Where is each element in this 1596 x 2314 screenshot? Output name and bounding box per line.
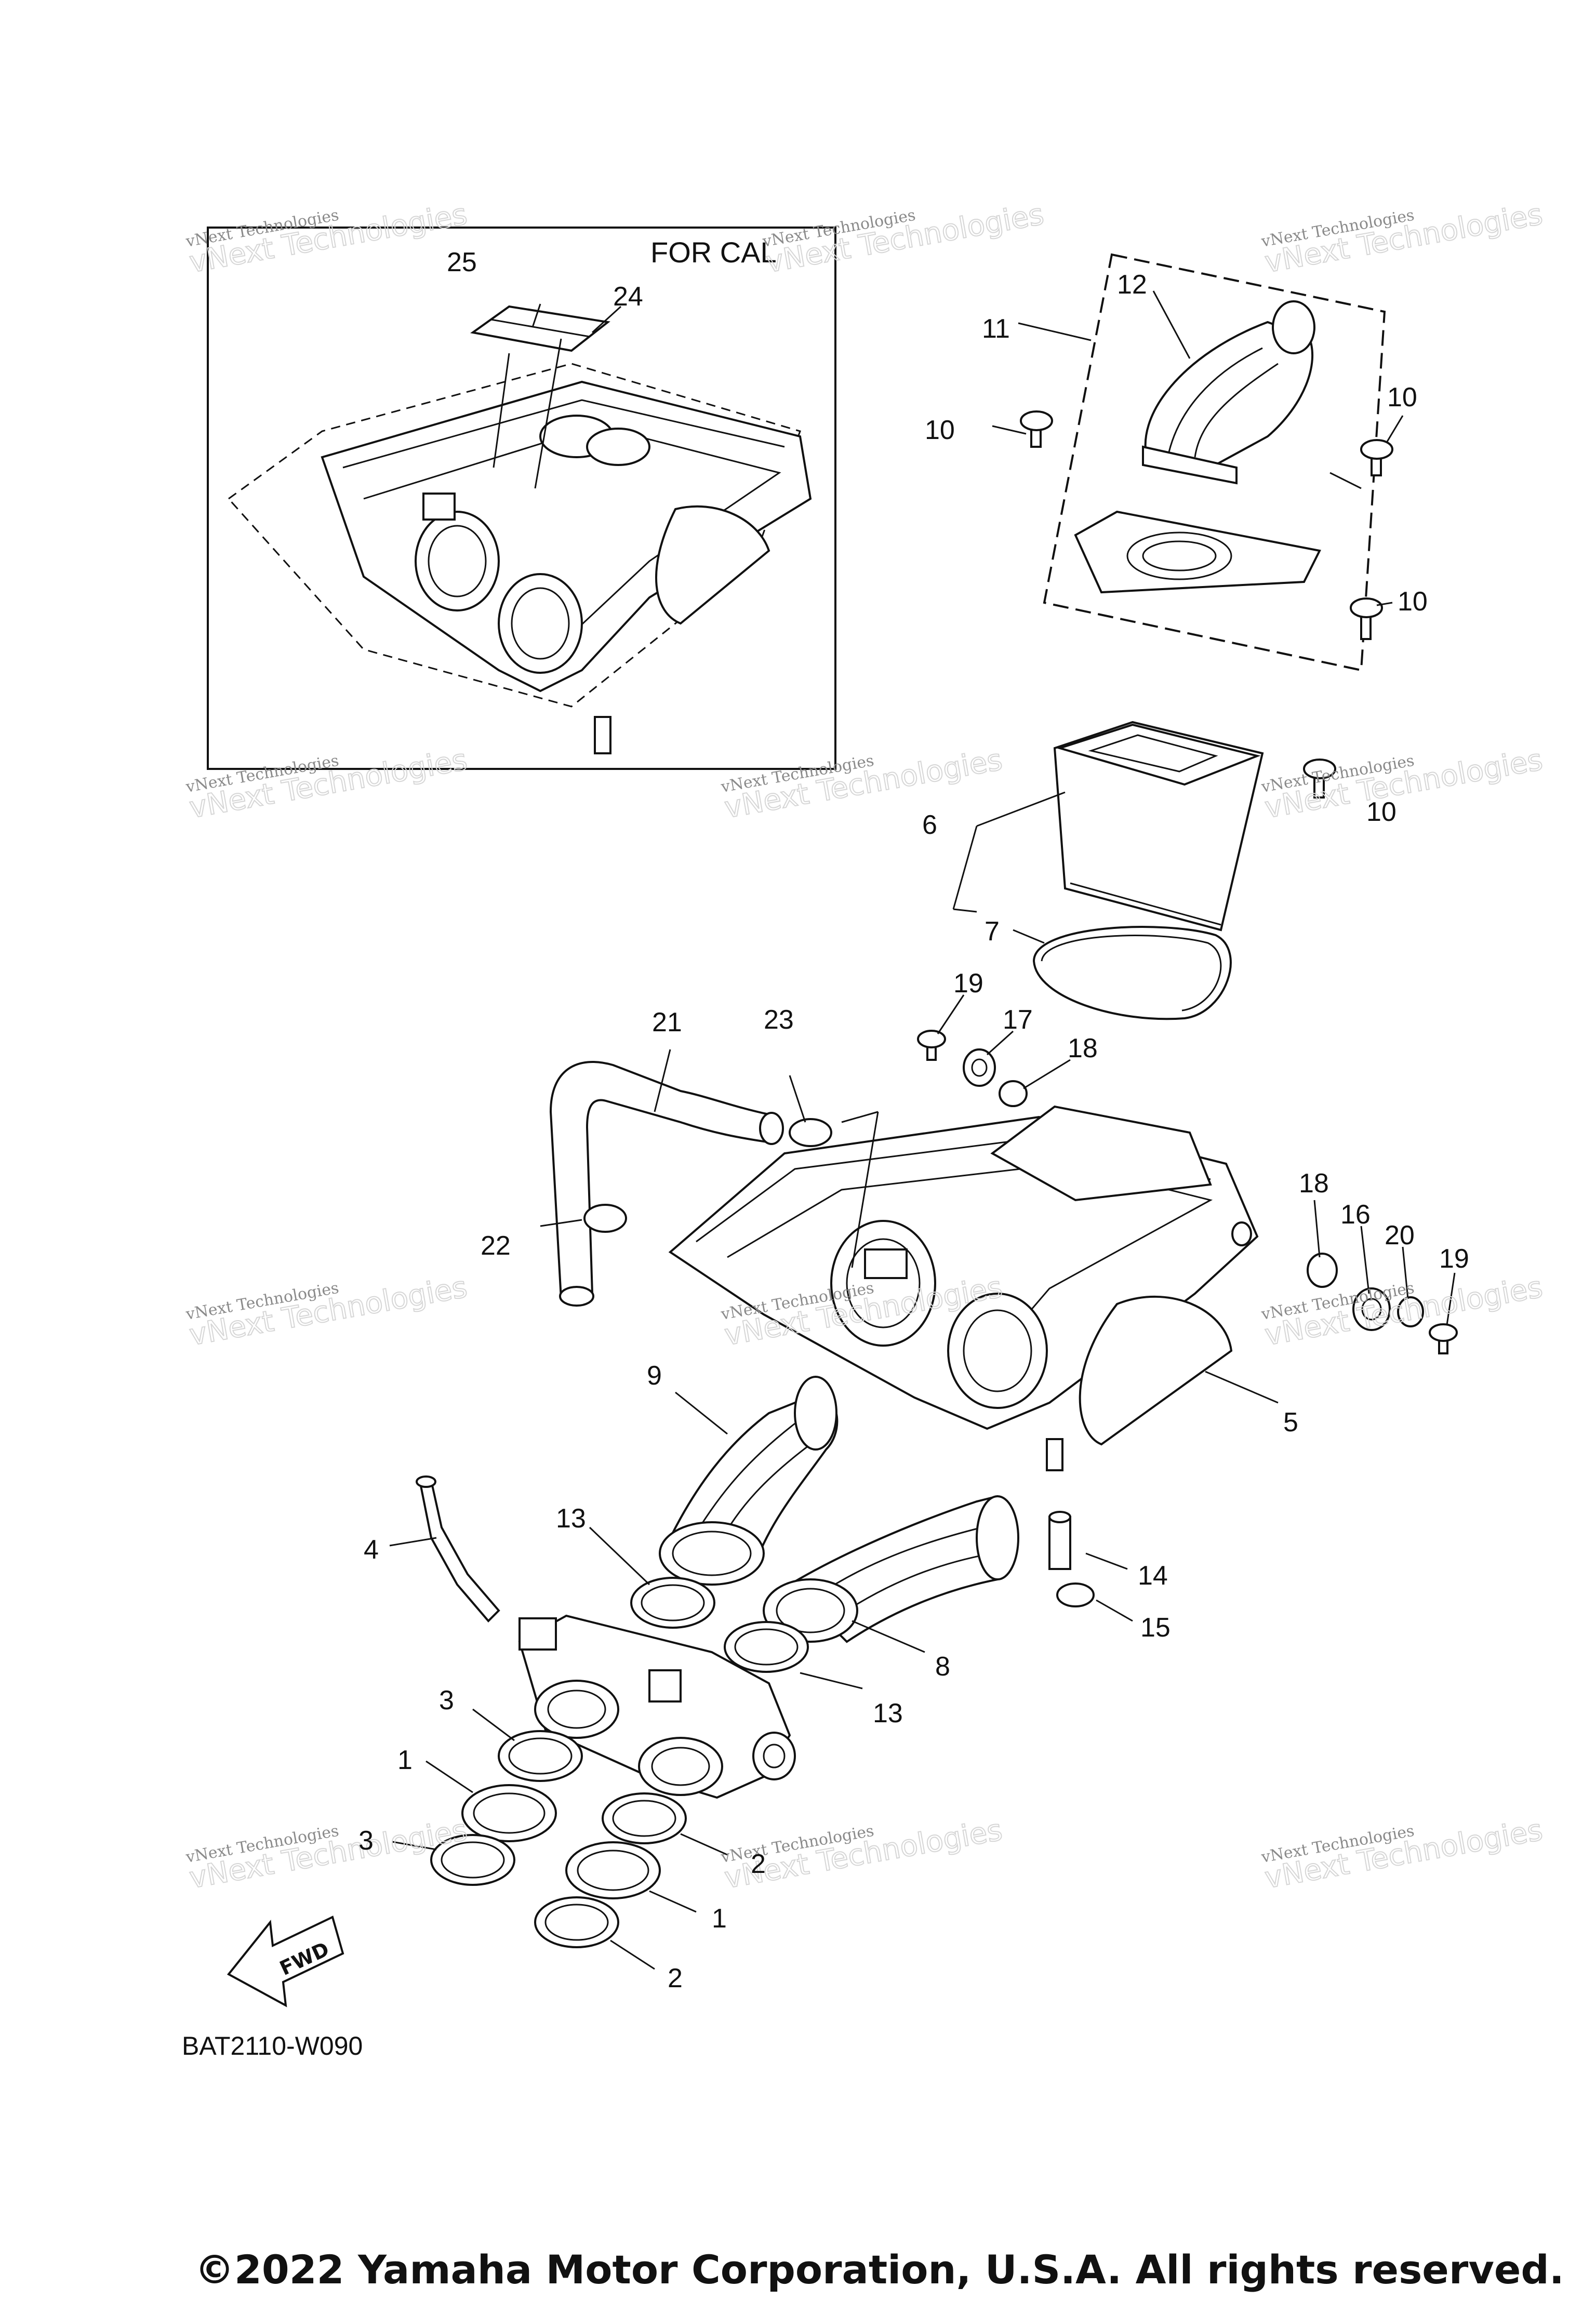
fwd-arrow-icon: FWD bbox=[227, 1916, 344, 2007]
throttle-body bbox=[518, 1526, 863, 1799]
callout-22: 22 bbox=[481, 1231, 511, 1261]
airbox-case bbox=[668, 1105, 1279, 1471]
callout-23: 23 bbox=[764, 1005, 794, 1035]
inset-for-cal: FOR CAL bbox=[207, 227, 836, 770]
callout-1a: 1 bbox=[397, 1745, 413, 1775]
small-fasteners-right bbox=[1307, 1200, 1458, 1354]
intake-clamps bbox=[392, 1708, 728, 1970]
callout-6: 6 bbox=[922, 810, 937, 840]
callout-13a: 13 bbox=[556, 1504, 586, 1534]
callout-14: 14 bbox=[1138, 1561, 1168, 1591]
air-filter-element bbox=[952, 721, 1264, 1020]
small-fasteners-top bbox=[917, 994, 1071, 1107]
callout-2a: 2 bbox=[751, 1849, 766, 1879]
callout-5: 5 bbox=[1283, 1407, 1298, 1438]
callout-24: 24 bbox=[613, 282, 643, 312]
inset-title: FOR CAL bbox=[650, 236, 777, 269]
callout-11: 11 bbox=[982, 314, 1010, 344]
callout-10b: 10 bbox=[1387, 382, 1417, 413]
intake-joints bbox=[659, 1376, 1019, 1653]
callout-16: 16 bbox=[1340, 1200, 1371, 1230]
callout-2b: 2 bbox=[668, 1963, 683, 1993]
callout-18a: 18 bbox=[1068, 1033, 1098, 1063]
copyright-notice: ©2022 Yamaha Motor Corporation, U.S.A. A… bbox=[195, 2246, 1564, 2293]
callout-1b: 1 bbox=[712, 1904, 727, 1934]
callout-13b: 13 bbox=[873, 1698, 903, 1728]
callouts: 25 24 11 12 10 10 10 10 6 7 19 17 18 21 … bbox=[358, 247, 1469, 1993]
callout-4: 4 bbox=[364, 1535, 379, 1565]
callout-9: 9 bbox=[647, 1361, 662, 1391]
callout-8: 8 bbox=[935, 1652, 950, 1682]
callout-7: 7 bbox=[985, 916, 1000, 947]
callout-18b: 18 bbox=[1299, 1168, 1329, 1199]
callout-3b: 3 bbox=[358, 1826, 374, 1856]
callout-3a: 3 bbox=[439, 1685, 454, 1715]
callout-15: 15 bbox=[1140, 1613, 1171, 1643]
callout-10c: 10 bbox=[1398, 587, 1428, 617]
callout-20: 20 bbox=[1385, 1220, 1415, 1251]
callout-19a: 19 bbox=[953, 968, 983, 999]
callout-21: 21 bbox=[652, 1007, 682, 1038]
callout-19b: 19 bbox=[1439, 1244, 1469, 1274]
drain-hose bbox=[389, 1475, 1133, 1623]
callout-10a: 10 bbox=[925, 415, 955, 445]
callout-17: 17 bbox=[1003, 1005, 1033, 1035]
callout-25: 25 bbox=[447, 247, 477, 277]
diagram-code: BAT2110-W090 bbox=[182, 2031, 363, 2060]
callout-12: 12 bbox=[1117, 270, 1147, 300]
breather-hose bbox=[540, 1049, 879, 1307]
callout-10d: 10 bbox=[1366, 797, 1396, 827]
duct-assembly bbox=[992, 253, 1404, 799]
